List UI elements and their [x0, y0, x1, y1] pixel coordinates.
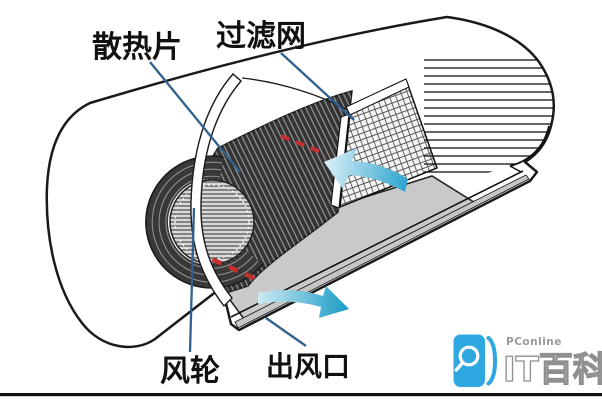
watermark-product: IT百科 [503, 350, 602, 390]
logo-bracket [486, 336, 498, 386]
intake-air-arrow [324, 148, 408, 192]
dashed-guide-lower [195, 249, 259, 283]
filter-frame-top [345, 78, 410, 116]
label-fan-wheel: 风轮 [160, 354, 220, 389]
part-labels: 散热片 过滤网 风轮 出风口 [92, 19, 350, 389]
label-air-outlet: 出风口 [266, 350, 350, 383]
leader-heat-sink [149, 61, 241, 173]
endcap-fold-line [509, 125, 550, 167]
fan-wheel [169, 179, 255, 265]
shell-cut-edge [190, 73, 242, 308]
label-filter: 过滤网 [216, 19, 306, 54]
label-heat-sink: 散热片 [92, 30, 182, 65]
logo-square [453, 334, 485, 387]
leader-filter [280, 52, 355, 121]
leader-fan-wheel [188, 207, 196, 353]
dashed-guide-upper [280, 134, 327, 156]
watermark-brand: PConline [506, 336, 562, 348]
cutaway-interior [145, 78, 479, 324]
pconline-watermark: PConline IT百科 [453, 334, 602, 391]
bottom-rule [0, 393, 602, 397]
outlet-air-arrow [258, 286, 349, 318]
fan-rim-dotted [174, 184, 250, 260]
leader-lines [149, 52, 355, 353]
airflow-arrows [258, 148, 408, 318]
leader-air-outlet [265, 317, 307, 347]
endcap-louver-grille [424, 54, 554, 174]
magnifier-icon [454, 345, 480, 372]
